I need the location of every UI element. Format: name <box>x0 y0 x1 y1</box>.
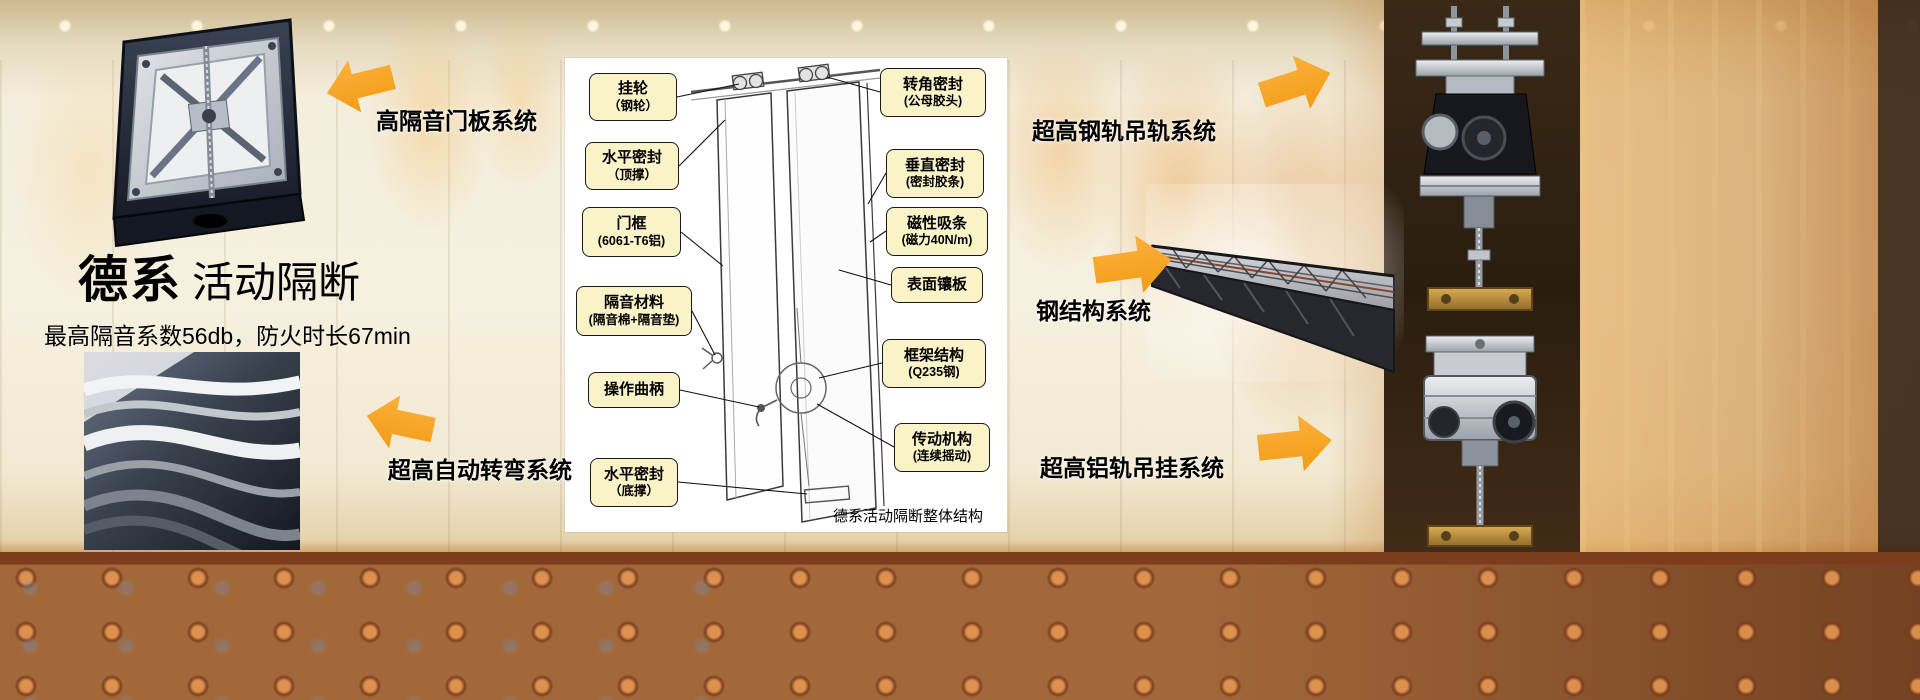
steel-structure-photo <box>1146 184 1404 382</box>
callout-surface-panel: 表面镶板 <box>891 267 983 303</box>
callout-text: （钢轮） <box>607 98 658 113</box>
callout-text: （顶撑） <box>606 167 657 182</box>
carpet <box>0 552 1920 700</box>
callout-text: 磁性吸条 <box>906 214 967 232</box>
callout-text: (连续摇动) <box>912 449 972 464</box>
curved-track-illustration <box>84 352 300 550</box>
callout-text: (密封胶条) <box>905 175 965 190</box>
scissor-mechanism <box>149 45 267 199</box>
callout-text: 隔音材料 <box>603 294 664 312</box>
callout-text: 转角密封 <box>902 75 963 93</box>
structure-diagram-panel: 挂轮 （钢轮） 水平密封 （顶撑） 门框 (6061-T6铝) 隔音材料 (隔音… <box>565 58 1007 532</box>
label-steel-structure-system: 钢结构系统 <box>1036 298 1151 324</box>
callout-text: 传动机构 <box>911 430 972 448</box>
callout-top-horizontal-seal: 水平密封 （顶撑） <box>585 142 679 190</box>
callout-text: (Q235钢) <box>908 365 960 380</box>
label-turning-system: 超高自动转弯系统 <box>388 457 572 483</box>
callout-operating-crank: 操作曲柄 <box>588 372 680 408</box>
carpet-left-pattern <box>0 560 760 700</box>
partition-structure-drawing <box>676 63 895 523</box>
callout-text: 水平密封 <box>603 465 664 483</box>
callout-hanging-wheel: 挂轮 （钢轮） <box>589 73 677 121</box>
callout-text: 垂直密封 <box>904 156 965 174</box>
callout-corner-seal: 转角密封 (公母胶头) <box>880 68 986 117</box>
callout-bottom-horizontal-seal: 水平密封 （底撑） <box>590 458 678 507</box>
steel-truss-illustration <box>1146 184 1404 382</box>
callout-text: (隔音棉+隔音垫) <box>588 312 680 327</box>
drive-mechanism <box>701 307 827 487</box>
callout-text: 表面镶板 <box>906 276 967 294</box>
callout-text: (磁力40N/m) <box>901 233 973 248</box>
aluminum-rail-hanger-photo <box>1398 330 1562 570</box>
callout-magnetic-strip: 磁性吸条 (磁力40N/m) <box>886 207 988 256</box>
label-door-panel-system: 高隔音门板系统 <box>376 108 537 134</box>
callout-text: 操作曲柄 <box>603 381 664 399</box>
callout-frame-structure: 框架结构 (Q235钢) <box>882 339 986 388</box>
label-steel-rail-system: 超高钢轨吊轨系统 <box>1032 118 1216 144</box>
callout-leader-lines <box>676 76 895 495</box>
callout-text: （底撑） <box>608 484 659 499</box>
label-aluminum-rail-system: 超高铝轨吊挂系统 <box>1040 455 1224 481</box>
product-name: 活动隔断 <box>192 259 361 306</box>
curved-track-photo <box>84 352 300 550</box>
brand-name: 德系 <box>78 252 182 308</box>
hanging-wheels <box>731 63 831 91</box>
callout-sound-insulation: 隔音材料 (隔音棉+隔音垫) <box>576 286 692 336</box>
callout-text: 水平密封 <box>601 149 662 167</box>
callout-text: 框架结构 <box>903 346 964 364</box>
page-title: 德系活动隔断 <box>78 240 360 312</box>
callout-text: (公母胶头) <box>903 94 963 109</box>
callout-text: 门框 <box>616 215 647 233</box>
callout-transmission: 传动机构 (连续摇动) <box>894 423 990 472</box>
mechanism-illustration <box>112 18 306 248</box>
callout-vertical-seal: 垂直密封 (密封胶条) <box>886 149 984 198</box>
door-panel-mechanism-photo <box>86 6 326 254</box>
callout-door-frame: 门框 (6061-T6铝) <box>582 207 681 257</box>
callout-text: (6061-T6铝) <box>597 233 666 248</box>
steel-hanger-illustration <box>1415 6 1545 311</box>
diagram-caption: 德系活动隔断整体结构 <box>833 508 984 525</box>
product-subtitle: 最高隔音系数56db，防火时长67min <box>44 323 411 349</box>
callout-text: 挂轮 <box>617 80 648 98</box>
gold-curtain-wall <box>1580 0 1878 560</box>
aluminum-hanger-illustration <box>1423 335 1537 547</box>
steel-rail-hanger-photo <box>1396 2 1564 334</box>
